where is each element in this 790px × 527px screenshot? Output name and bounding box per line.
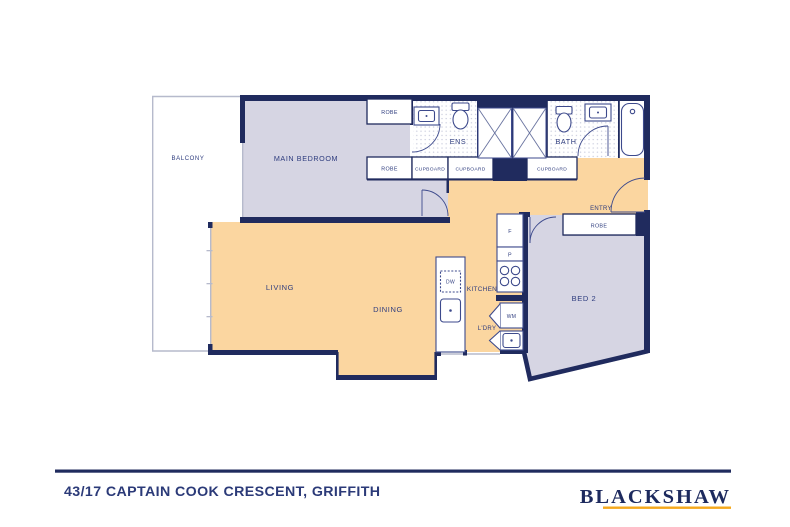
room-label-ensuite: ENS <box>450 137 467 146</box>
dishwasher-box <box>439 270 462 293</box>
floor-areas <box>210 96 650 381</box>
shower-cross-lines <box>477 107 547 159</box>
sanitary-fixtures <box>413 102 645 157</box>
laundry-bifold-door-bottom <box>488 330 501 351</box>
cooktop-box <box>496 260 524 293</box>
fridge-box <box>496 213 524 248</box>
property-address: 43/17 CAPTAIN COOK CRESCENT, GRIFFITH <box>64 484 380 500</box>
wall-bay-left <box>336 352 339 377</box>
wall-right-lower <box>644 210 650 353</box>
labels: BALCONY MAIN BEDROOM ENS BATH ENTRY BED … <box>172 110 612 332</box>
storage-boxes <box>366 98 637 236</box>
bathroom-door <box>577 125 609 157</box>
room-label-bathroom: BATH <box>555 137 576 146</box>
main-bedroom-floor <box>242 96 448 222</box>
cooktop-burners <box>499 265 521 287</box>
wall-living-bottom <box>208 350 338 355</box>
laundry-tub <box>499 330 524 351</box>
room-label-laundry: L'DRY <box>478 326 497 332</box>
laundry-units <box>488 302 524 351</box>
wall-top <box>240 95 650 101</box>
label-pantry: P <box>508 253 512 259</box>
ensuite-toilet <box>451 102 470 130</box>
window-stub-laundry-left <box>437 351 441 356</box>
wall-bay-bottom <box>336 375 437 380</box>
window-stub-living-bottom <box>208 344 213 350</box>
wall-bed2-top-jamb <box>519 212 530 217</box>
wall-shower-bath-divider <box>546 101 548 158</box>
kitchen-units <box>435 213 524 353</box>
laundry-bifold-door-top <box>488 303 501 329</box>
footer-divider-line <box>55 469 731 473</box>
wall-right-upper <box>644 95 650 180</box>
room-label-balcony: BALCONY <box>172 156 205 162</box>
label-robe-main-lower: ROBE <box>381 167 398 173</box>
room-label-dining: DINING <box>373 305 403 314</box>
bed2-door <box>529 216 557 244</box>
wall-laundry-bottom <box>500 348 524 354</box>
bed2-floor <box>527 213 650 381</box>
bathroom-sink <box>584 103 612 122</box>
footer: 43/17 CAPTAIN COOK CRESCENT, GRIFFITH BL… <box>55 469 731 509</box>
label-dishwasher: DW <box>446 280 455 286</box>
bathtub <box>620 102 645 157</box>
wall-shower-top-band <box>478 95 547 108</box>
label-fridge: F <box>508 229 512 235</box>
room-label-kitchen: KITCHEN <box>467 286 497 293</box>
wall-bed2-robe-block <box>636 212 650 236</box>
windows-and-balcony <box>152 95 500 355</box>
doors <box>411 123 646 244</box>
window-stub-laundry-right <box>463 350 467 356</box>
wall-bedroom-east-stub <box>446 180 449 193</box>
entry-door <box>610 177 646 213</box>
wall-bedroom-bottom <box>240 217 450 223</box>
brand-logo-text: BLACKSHAW <box>580 486 731 508</box>
room-label-main-bedroom: MAIN BEDROOM <box>274 154 338 163</box>
label-cupboard-2: CUPBOARD <box>455 167 485 173</box>
balcony-outline <box>152 95 240 352</box>
window-mullions <box>206 250 213 318</box>
ensuite-door <box>411 123 441 153</box>
room-label-entry: ENTRY <box>590 206 612 212</box>
window-stub-living-top <box>208 222 213 228</box>
wall-kitchen-bed2 <box>522 212 528 353</box>
main-bedroom-door <box>421 189 449 217</box>
wall-bedroom-west <box>240 95 245 143</box>
island-sink <box>439 298 462 323</box>
robe-main-top-box <box>366 98 413 125</box>
room-label-living: LIVING <box>266 283 294 292</box>
wall-under-cooktop <box>496 295 527 301</box>
showers <box>477 107 547 159</box>
label-cupboard-3: CUPBOARD <box>537 167 567 173</box>
wall-cupboard-block <box>493 157 527 181</box>
brand-logo-underline <box>603 506 731 509</box>
wall-bed2-angled <box>521 348 649 382</box>
robe-bed2-box <box>562 213 637 236</box>
cupboard-3-box <box>526 156 578 180</box>
label-cupboard-1: CUPBOARD <box>415 167 445 173</box>
label-robe-main-top: ROBE <box>381 110 398 116</box>
wall-bay-right <box>434 352 437 377</box>
wall-shower-mid-divider <box>511 107 514 158</box>
label-washing-machine: WM <box>507 314 516 320</box>
label-robe-bed2: ROBE <box>591 224 608 230</box>
wall-bath-tub-divider <box>618 101 620 158</box>
ensuite-sink <box>413 106 440 126</box>
room-label-bed2: BED 2 <box>572 294 597 303</box>
bathroom-toilet <box>555 105 573 133</box>
cupboard-2-box <box>447 156 494 180</box>
living-dining-kitchen-floor <box>210 158 648 378</box>
